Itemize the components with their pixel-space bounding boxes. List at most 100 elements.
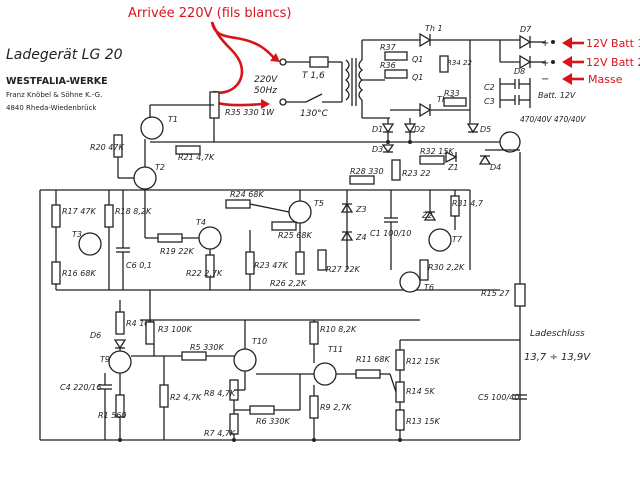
r11-label: R11 68K — [356, 355, 390, 364]
voltage-range-label: 13,7 ÷ 13,9V — [524, 352, 591, 363]
minus-terminal: − — [541, 74, 549, 85]
d8-label: D8 — [514, 67, 525, 76]
t3-label: T3 — [72, 230, 82, 239]
diode-d3 — [381, 144, 395, 154]
r32-label: R32 15K — [420, 147, 454, 156]
diode-d1 — [381, 123, 395, 134]
resistor-r19 — [157, 233, 183, 243]
resistor-r17 — [51, 204, 61, 228]
r1-label: R1 560 — [98, 411, 126, 420]
q1a-label: Q1 — [412, 55, 423, 64]
r34-label: R34 22 — [447, 59, 472, 67]
r22-label: R22 2,7K — [186, 269, 223, 278]
q1b-label: Q1 — [412, 73, 423, 82]
t9-label: T9 — [100, 355, 110, 364]
transistor-t2 — [133, 166, 157, 190]
resistor-r21 — [175, 145, 201, 155]
resistor-r5 — [181, 351, 207, 361]
fuse-label: T 1,6 — [302, 71, 325, 81]
r36-label: R36 — [380, 61, 396, 70]
resistor-r3 — [145, 321, 155, 345]
mains-voltage: 220V — [254, 75, 278, 85]
r14-label: R14 5K — [406, 387, 435, 396]
r3-label: R3 100K — [158, 325, 192, 334]
r5-label: R5 330K — [190, 343, 224, 352]
d6-label: D6 — [90, 331, 101, 340]
thyristor-th1 — [419, 32, 520, 48]
r35-label: R35 330 1W — [225, 108, 275, 117]
batt-voltage-label: Batt. 12V — [538, 91, 576, 100]
r12-label: R12 15K — [406, 357, 440, 366]
capacitor-c1 — [384, 217, 398, 223]
capacitor-c6 — [116, 247, 130, 253]
mains-freq: 50Hz — [254, 86, 277, 96]
r18-label: R18 8,2K — [115, 207, 152, 216]
r26-label: R26 2,2K — [270, 279, 307, 288]
r31-label: R31 4,7 — [452, 199, 484, 208]
d1-label: D1 — [372, 125, 383, 134]
d2-label: D2 — [414, 125, 425, 134]
diode-d4 — [478, 154, 492, 165]
c4-label: C4 220/16 — [60, 383, 101, 392]
batt1-label: 12V Batt 1 — [586, 37, 640, 50]
resistor-r23b — [245, 251, 255, 275]
transistor-t6 — [399, 271, 421, 293]
transistor-t10 — [233, 348, 257, 372]
resistor-r32 — [419, 155, 445, 165]
resistor-r30 — [419, 259, 429, 281]
t6-label: T6 — [424, 283, 434, 292]
resistor-r24 — [225, 199, 251, 209]
c2-label: C2 — [484, 83, 495, 92]
model-title: Ladegerät LG 20 — [6, 47, 123, 63]
r6-label: R6 330K — [256, 417, 290, 426]
c5-label: C5 100/40 — [478, 393, 519, 402]
r24-label: R24 68K — [230, 190, 264, 199]
resistor-r34 — [439, 55, 449, 73]
mains-arrowhead-upper — [270, 53, 280, 62]
diode-d7 — [519, 34, 532, 50]
fuse-symbol — [309, 56, 329, 68]
ladeschluss-label: Ladeschluss — [530, 329, 585, 339]
mains-terminal-b — [279, 98, 287, 106]
c6-label: C6 0,1 — [126, 261, 152, 270]
z2-label: Z2 — [421, 211, 433, 220]
resistor-r4 — [115, 311, 125, 335]
r30-label: R30 2,2K — [428, 263, 465, 272]
r21-label: R21 4,7K — [178, 153, 215, 162]
resistor-r18 — [104, 204, 114, 228]
r37-label: R37 — [380, 43, 397, 52]
resistor-r6 — [249, 405, 275, 415]
r23b-label: R23 47K — [254, 261, 288, 270]
r13-label: R13 15K — [406, 417, 440, 426]
r9-label: R9 2,7K — [320, 403, 352, 412]
resistor-r33 — [443, 97, 467, 107]
th1-label: Th 1 — [425, 24, 443, 33]
capacitor-c5 — [513, 394, 527, 400]
company-address: 4840 Rheda-Wiedenbrück — [6, 104, 97, 112]
transistor-t1 — [140, 116, 164, 140]
r20-label: R20 47K — [90, 143, 124, 152]
capacitor-c2-c3 — [499, 78, 531, 108]
resistor-r25 — [271, 221, 297, 231]
r4-label: R4 10K — [126, 319, 155, 328]
caps-label: 470/40V 470/40V — [520, 115, 586, 124]
t4-label: T4 — [196, 218, 206, 227]
resistor-r16 — [51, 261, 61, 285]
company-name: Franz Knöbel & Söhne K.-G. — [6, 91, 102, 99]
r17-label: R17 47K — [62, 207, 96, 216]
r33-label: R33 — [444, 89, 460, 98]
r10-label: R10 8,2K — [320, 325, 357, 334]
r19-label: R19 22K — [160, 247, 194, 256]
thyristor-th2 — [390, 102, 470, 118]
r28-label: R28 330 — [350, 167, 384, 176]
resistor-r23 — [391, 159, 401, 181]
r25-label: R25 68K — [278, 231, 312, 240]
thermal-label: 130°C — [300, 109, 329, 119]
c3-label: C3 — [484, 97, 495, 106]
resistor-r12 — [395, 349, 405, 371]
plus-terminal-1: + — [541, 38, 549, 49]
transistor-t5 — [288, 200, 312, 224]
t1-label: T1 — [168, 115, 178, 124]
z1-label: Z1 — [447, 163, 459, 172]
